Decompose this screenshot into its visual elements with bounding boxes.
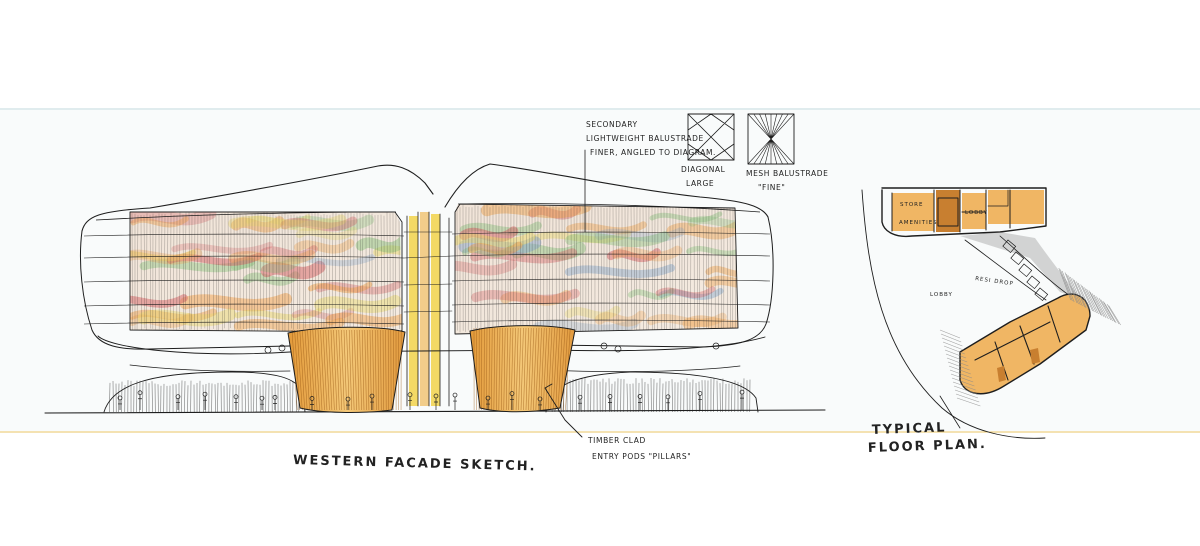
central-core (403, 211, 453, 407)
podium-underside (129, 364, 741, 373)
mesh-swatch (747, 113, 795, 165)
plan-room-store (892, 193, 934, 231)
undercroft-hatch (109, 378, 751, 413)
plan-label-lobby: LOBBY (930, 292, 953, 298)
plan-label-amenities: AMENITIES (899, 220, 938, 226)
envelope-right-outline (444, 163, 769, 218)
plan-upper-wing (881, 187, 1047, 238)
timber-note-line-2: ENTRY PODS "PILLARS" (592, 452, 691, 461)
mesh-label-line-1: MESH BALUSTRADE (746, 169, 828, 178)
podium-slab (97, 335, 766, 355)
envelope-left-lower (79, 230, 291, 350)
mesh-label-line-2: "FINE" (758, 183, 785, 192)
facade-right-block (455, 204, 738, 334)
plan-label-lobby-upper: LOBBY (965, 210, 988, 216)
secondary-note-line-3: FINER, ANGLED TO DIAGRAM. (590, 148, 716, 157)
plan-corridor (960, 232, 1082, 300)
plan-street-edge (861, 189, 1046, 439)
plan-title-line-2: FLOOR PLAN. (868, 437, 987, 456)
plan-landscape-hatch (939, 267, 1121, 407)
plan-lower-wing (960, 294, 1090, 394)
floor-plan-drawing (861, 187, 1121, 439)
plan-room-apartment (988, 190, 1044, 224)
undercroft-left (103, 371, 306, 413)
envelope-right-lower (547, 216, 774, 348)
timber-pod-hatch (291, 327, 571, 411)
balustrade-legend: DIAGONAL LARGE MESH BALUSTRADE "FINE" (681, 113, 828, 192)
facade-drawing (44, 149, 826, 438)
plan-parking-bays (1002, 239, 1049, 302)
facade-left-block (130, 212, 402, 332)
plan-label-resi-drop: RESI DROP (975, 276, 1014, 287)
facade-right-frame (454, 203, 739, 335)
plan-room-lobby (962, 193, 986, 229)
secondary-note-line-1: SECONDARY (586, 120, 638, 129)
floor-lines (83, 203, 771, 325)
entourage-people (117, 342, 745, 410)
diagonal-swatch (687, 113, 735, 161)
ground-line (44, 409, 826, 414)
plan-title-line-1: TYPICAL (872, 420, 947, 438)
timber-note-line-1: TIMBER CLAD (587, 436, 646, 445)
plan-dark-core-1 (997, 366, 1006, 382)
plan-dark-core-2 (1030, 348, 1040, 364)
diagonal-label-line-1: DIAGONAL (681, 165, 726, 174)
timber-pod-left (288, 327, 405, 413)
plan-label-store: STORE (900, 202, 923, 208)
secondary-note-line-2: LIGHTWEIGHT BALUSTRADE (586, 134, 704, 143)
facade-title: WESTERN FACADE SKETCH. (293, 453, 537, 474)
diagonal-label-line-2: LARGE (686, 179, 714, 188)
timber-note-leader (544, 383, 583, 438)
plan-room-core (936, 190, 960, 232)
envelope-left-outline (81, 164, 434, 232)
